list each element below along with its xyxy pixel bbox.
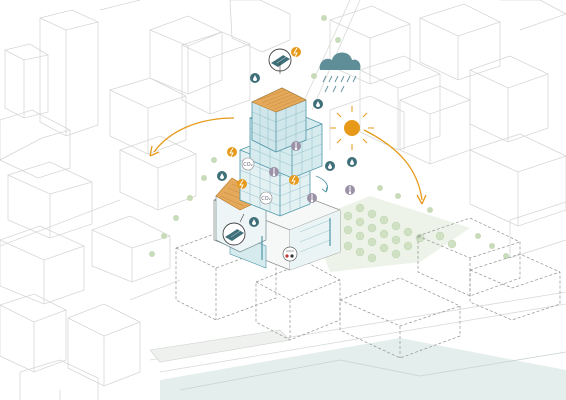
- co2-badge-label: CO₂: [243, 162, 252, 168]
- airflow-arrow-icon: [315, 175, 328, 193]
- co2-badge-icon-mid: CO₂: [259, 191, 273, 205]
- water-drop-icon: [217, 73, 357, 227]
- rain-cloud-icon: [319, 52, 361, 93]
- street-trees: [149, 15, 509, 259]
- solar-panel-icon: [268, 48, 292, 74]
- recycle-badge-icon: [282, 246, 298, 262]
- park-area: [149, 15, 509, 272]
- co2-badge-label-mid: CO₂: [261, 196, 270, 202]
- park-trees: [331, 203, 457, 263]
- dashed-site-buildings: [175, 217, 561, 359]
- co2-badge-icon: CO₂: [241, 157, 255, 171]
- lightning-icon: [227, 47, 301, 190]
- sun-path-arrows: [149, 117, 427, 205]
- riverside-area: [149, 329, 566, 400]
- sun-icon: [330, 106, 374, 150]
- solar-panel-icon-lower: [222, 213, 246, 246]
- thermometer-icon: [269, 141, 355, 203]
